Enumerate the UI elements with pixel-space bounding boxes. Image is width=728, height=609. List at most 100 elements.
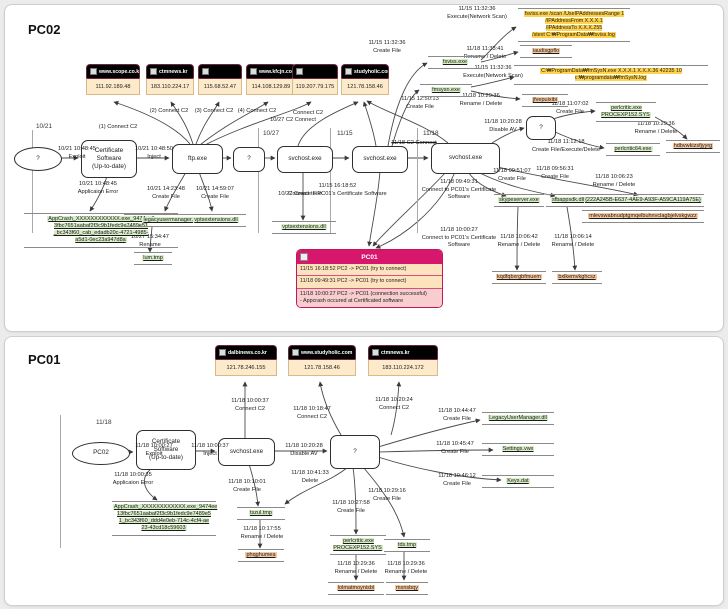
favicon-icon	[90, 68, 97, 75]
edge-1027-create-file: 10/27 Create File	[278, 191, 322, 197]
connection-attempt-row: 11/15 16:18:52 PC2 -> PC01 (try to conne…	[297, 264, 442, 276]
edge-create-vpts: 10/21 14:59:07 Create File	[196, 186, 234, 200]
edge-rename-perlcritic: 11/18 10:29:36 Rename / Delete	[634, 121, 678, 135]
c2-domain: ctmnews.kr	[368, 345, 438, 359]
edge-create-perlcritic: 11/18 11:07:02 Create File	[551, 101, 589, 115]
file-mlevswab: mlevswabnudptgmqelbuhnvclagbjelvskgwzz	[582, 210, 704, 224]
timeline-divider	[330, 128, 331, 233]
c2-ip: 115.68.52.47	[198, 78, 242, 95]
edge-create-legacyusermanager: 11/18 10:44:47 Create File	[438, 408, 476, 422]
edge-create-sfbapp: 11/18 09:56:31 Create File	[536, 166, 574, 180]
edge-rename-guid: 11/18 10:06:23 Rename / Delete	[592, 174, 636, 188]
edge-connect-c2-ctmnews: 11/18 10:20:24 Connect C2	[375, 397, 413, 411]
edge-rename-lum: 10/27 15:34:47 Rename	[131, 234, 169, 248]
edge-delete: 11/18 10:41:33 Delete	[291, 470, 329, 484]
c2-server-scope: www.scope.co.kr 111.92.189.48	[86, 64, 140, 95]
c2-server-ctmnews: ctmnews.kr 183.110.224.17	[146, 64, 194, 95]
timeline-divider	[32, 130, 33, 233]
favicon-icon	[150, 68, 157, 75]
edge-1027-c2-connect: 10/27 C2 Connect	[270, 117, 316, 123]
node-certificate-software: Certificate Software (Up-to-date)	[136, 430, 196, 470]
file-jfvepuixibi: jfvepuixibi	[522, 94, 568, 108]
edge-rename-tds: 11/18 10:29:36 Rename / Delete	[384, 561, 428, 575]
file-appcrash: AppCrash_XXXXXXXXXXXX.exe_9474ee1 3fbc76…	[24, 213, 178, 248]
pc01-title: PC01	[28, 352, 61, 367]
c2-ip: 111.92.189.48	[86, 78, 140, 95]
file-appcrash: AppCrash_XXXXXXXXXXXX.exe_9474ee 13fbc76…	[112, 501, 218, 536]
c2-domain: www.kfcjn.com	[246, 64, 296, 78]
c2-ip: 121.78.158.46	[288, 359, 356, 376]
connection-success-row: 11/18 10:00:27 PC2 -> PC01 (connection s…	[297, 287, 442, 308]
timeline-date: 11/18	[96, 419, 112, 426]
c2-server-unknown1: 115.68.52.47	[198, 64, 242, 95]
c2-ip: 121.78.158.46	[341, 78, 389, 95]
edge-connect-c2-5: Connect C2	[292, 110, 324, 116]
node-svchost-1118: svchost.exe	[431, 143, 500, 174]
connection-attempt-row: 11/18 09:49:31 PC2 -> PC01 (try to conne…	[297, 275, 442, 288]
c2-ip: 114.108.129.89	[246, 78, 296, 95]
node-svchost-1027: svchost.exe	[277, 146, 333, 173]
c2-ip: 119.207.79.175	[292, 78, 338, 95]
edge-rename-kqdfq: 11/18 10:06:42 Rename / Delete	[497, 234, 541, 248]
node-svchost: svchost.exe	[218, 438, 275, 466]
file-perlcritic64: perlcritic64.exe	[606, 143, 660, 157]
favicon-icon	[202, 68, 209, 75]
file-keys-dat: Keys.dat	[482, 475, 554, 489]
edge-rename-perlcritic: 11/18 10:29:36 Rename / Delete	[334, 561, 378, 575]
c2-domain: ctmnews.kr	[146, 64, 194, 78]
edge-create-fsviss: 11/15 11:32:36 Create File	[368, 40, 406, 54]
pc02-title: PC02	[28, 22, 61, 37]
edge-create-keys: 11/18 10:46:12 Create File	[438, 473, 476, 487]
file-legacyusermanager: LegacyUserManager.dll	[482, 412, 554, 426]
favicon-icon	[219, 349, 226, 356]
file-vptsextensions-1: vptsextensions.dll	[186, 214, 246, 228]
file-skypeserver: skypeserver.exe	[494, 194, 544, 208]
c2-server-studyholic: www.studyholic.com 121.78.158.46	[288, 345, 356, 376]
file-sfbappsdk: sfbappsdk.dll	[546, 194, 590, 208]
edge-inject: 10/21 10:48:50 Inject	[135, 146, 173, 160]
edge-connect-c2-1: (1) Connect C2	[98, 124, 138, 130]
file-settings-vwx: Settings.vwx	[482, 443, 554, 457]
c2-server-studyholic: studyholic.com 121.78.158.46	[341, 64, 389, 95]
file-perlcritic: perlcritic.exe PROCEXP152.SYS	[596, 102, 656, 123]
edge-rename-tszul: 11/18 10:17:55 Rename / Delete	[240, 526, 284, 540]
c2-server-ctmnews: ctmnews.kr 183.110.224.172	[368, 345, 438, 376]
c2-domain: dalbinews.co.kr	[215, 345, 277, 359]
edge-application-error: 11/18 10:00:35 Applicaion Error	[112, 472, 154, 486]
edge-execute-scan-2: 11/15 11:32:36 Execute(Network Scan)	[463, 65, 523, 79]
c2-domain	[292, 64, 338, 78]
c2-domain: www.scope.co.kr	[86, 64, 140, 78]
node-pc02-source: PC02	[72, 442, 130, 465]
timeline-date: 11/15	[337, 130, 353, 137]
pc01-panel	[4, 336, 724, 606]
file-lum-tmp: lum.tmp	[134, 252, 172, 266]
c2-ip: 121.78.246.155	[215, 359, 277, 376]
edge-connect-c2-dalbinews: 11/18 10:00:37 Connect C2	[231, 398, 269, 412]
timeline-divider	[60, 415, 61, 548]
file-tszul-tmp: tszul.tmp	[237, 507, 285, 521]
node-unknown-start: ?	[14, 147, 62, 171]
edge-create-fmsysn: 11/15 12:50:13 Create File	[401, 96, 439, 110]
edge-create-settings: 11/18 10:45:47 Create File	[436, 441, 474, 455]
edge-create-perlcritic: 11/18 10:27:58 Create File	[332, 500, 370, 514]
timeline-date: 11/18	[423, 130, 439, 137]
timeline-divider	[417, 128, 418, 233]
timeline-date: 10/21	[36, 123, 52, 130]
file-fsviss: fsviss.exe	[428, 56, 482, 70]
edge-create-tds: 11/18 10:29:16 Create File	[368, 488, 406, 502]
computer-icon	[300, 253, 308, 261]
edge-exploit: 10/21 10:48:45 Exploit	[58, 146, 96, 160]
c2-domain: www.studyholic.com	[288, 345, 356, 359]
edge-execute-scan-1: 11/15 11:32:36 Execute(Network Scan)	[447, 6, 507, 20]
edge-create-tszul: 11/18 10:10:01 Create File	[228, 479, 266, 493]
file-phqghumea: phqghumea	[238, 549, 284, 563]
node-certificate-software: Certificate Software (Up-to-date)	[81, 140, 137, 178]
timeline-date: 10/27	[263, 130, 279, 137]
node-unknown-process: ?	[330, 435, 380, 469]
file-bxlkemvkghcsz: bxlkemvkghcsz	[552, 271, 602, 285]
edge-create-perlcritic64: 11/18 11:12:18 Create File/Execute/Delet…	[532, 139, 600, 153]
edge-rename-fmsysn: 11/18 10:29:36 Rename / Delete	[459, 93, 503, 107]
edge-connect-pc01-1115: 11/15 16:18:52 Connect to PC01's Certifi…	[288, 183, 387, 197]
edge-application-error: 10/21 10:48:45 Applicaion Error	[77, 181, 119, 195]
